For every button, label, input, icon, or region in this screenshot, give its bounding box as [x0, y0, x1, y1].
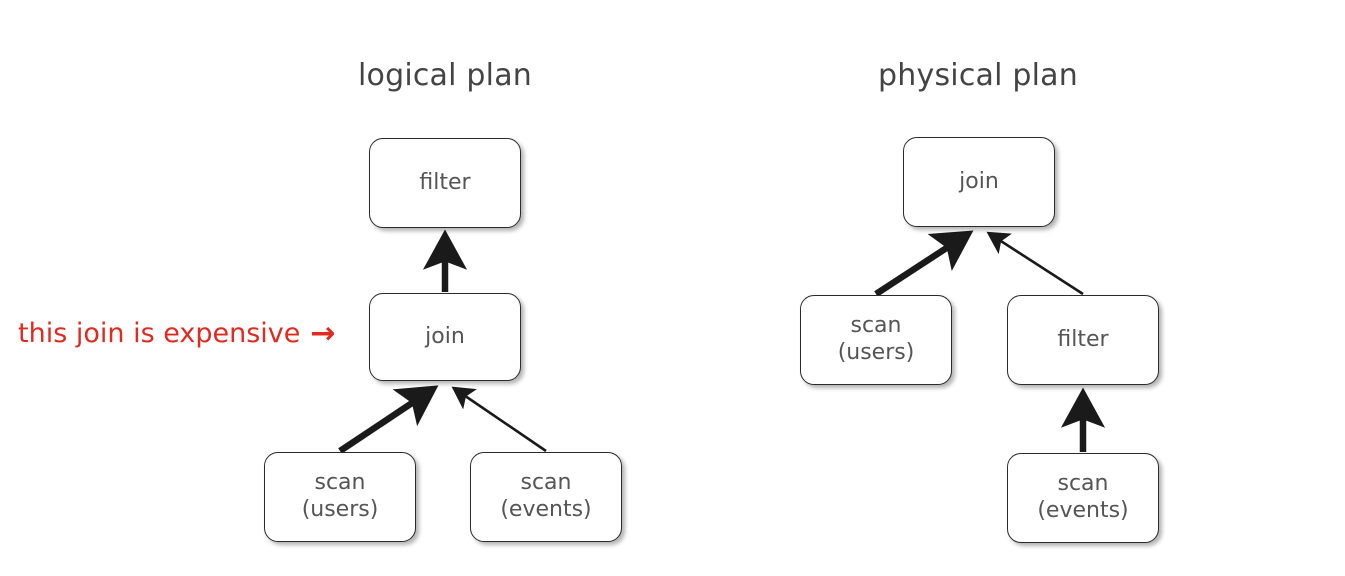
node-label: join [425, 323, 465, 349]
node-logical-join[interactable]: join [369, 293, 521, 381]
node-physical-filter[interactable]: filter [1007, 295, 1159, 385]
node-label: filter [1057, 326, 1109, 352]
node-label: scan (users) [837, 313, 915, 365]
expensive-join-annotation: this join is expensive → [18, 318, 336, 349]
node-label: scan (users) [301, 470, 379, 522]
logical-plan-title: logical plan [358, 58, 532, 93]
node-logical-filter[interactable]: filter [369, 138, 521, 228]
annotation-text: this join is expensive [18, 318, 301, 349]
edge-physical-scanusers-to-join [874, 230, 974, 297]
edge-physical-filter-to-join [986, 231, 1084, 296]
node-logical-scan-events[interactable]: scan (events) [470, 452, 622, 542]
edge-logical-scanusers-to-join [338, 385, 439, 454]
node-label: filter [419, 169, 471, 195]
node-logical-scan-users[interactable]: scan (users) [264, 452, 416, 542]
node-physical-scan-users[interactable]: scan (users) [800, 295, 952, 385]
physical-plan-title: physical plan [878, 58, 1078, 93]
node-physical-join[interactable]: join [903, 137, 1055, 227]
node-physical-scan-events[interactable]: scan (events) [1007, 453, 1159, 543]
edge-logical-scanevents-to-join [451, 386, 547, 453]
right-arrow-icon: → [310, 315, 336, 351]
node-label: join [959, 168, 999, 194]
node-label: scan (events) [500, 470, 592, 522]
node-label: scan (events) [1037, 471, 1129, 523]
